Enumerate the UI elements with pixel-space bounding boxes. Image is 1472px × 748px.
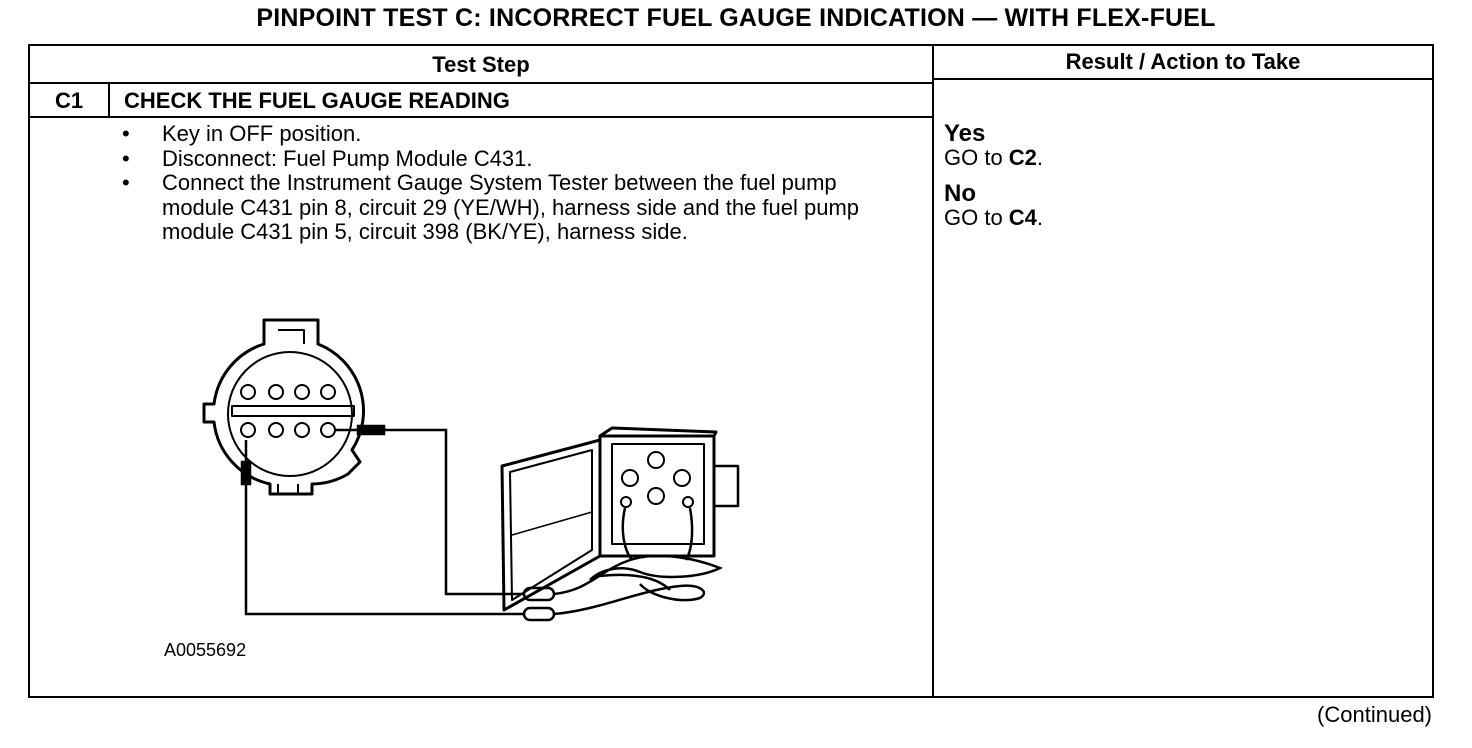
header-divider-right bbox=[932, 78, 1434, 80]
list-item: • Key in OFF position. bbox=[120, 121, 900, 147]
gauge-tester-box bbox=[500, 426, 740, 612]
header-test-step: Test Step bbox=[432, 52, 530, 77]
result-action-prefix: GO to bbox=[944, 205, 1009, 230]
column-divider bbox=[932, 44, 934, 698]
header-result-action: Result / Action to Take bbox=[1065, 49, 1301, 74]
result-target-link[interactable]: C2 bbox=[1008, 145, 1037, 170]
result-action-prefix: GO to bbox=[944, 145, 1009, 170]
connector-outline bbox=[202, 318, 365, 496]
header-divider-left bbox=[28, 82, 934, 84]
connector-tester-diagram bbox=[202, 318, 740, 622]
result-target-link[interactable]: C4 bbox=[1008, 205, 1037, 230]
result-key: Yes bbox=[944, 120, 986, 147]
result-action-suffix: . bbox=[1036, 205, 1044, 230]
bullet: • bbox=[122, 170, 130, 195]
bullet: • bbox=[122, 145, 130, 171]
pinpoint-test-table bbox=[28, 44, 1434, 698]
step-title-divider bbox=[28, 116, 934, 118]
instruction-text: Key in OFF position. bbox=[162, 121, 362, 146]
continued-label: (Continued) bbox=[1317, 702, 1432, 727]
step-title: CHECK THE FUEL GAUGE READING bbox=[124, 88, 510, 113]
step-instructions: • Key in OFF position. • Disconnect: Fuel … bbox=[120, 121, 900, 245]
page-title: PINPOINT TEST C: INCORRECT FUEL GAUGE IN… bbox=[256, 4, 1216, 32]
result-yes: Yes GO to C2. bbox=[944, 122, 1424, 170]
figure-id: A0055692 bbox=[164, 640, 247, 660]
result-action-suffix: . bbox=[1036, 145, 1044, 170]
bullet: • bbox=[122, 121, 130, 146]
test-leads bbox=[240, 424, 724, 622]
result-no: No GO to C4. bbox=[944, 182, 1424, 230]
step-id: C1 bbox=[54, 88, 84, 113]
list-item: • Disconnect: Fuel Pump Module C431. bbox=[120, 145, 900, 172]
result-key: No bbox=[944, 180, 976, 207]
list-item: • Connect the Instrument Gauge System Tes… bbox=[120, 170, 900, 245]
instruction-text: Disconnect: Fuel Pump Module C431. bbox=[162, 145, 533, 171]
instruction-text: Connect the Instrument Gauge System Test… bbox=[162, 170, 860, 244]
step-id-divider bbox=[108, 82, 110, 118]
